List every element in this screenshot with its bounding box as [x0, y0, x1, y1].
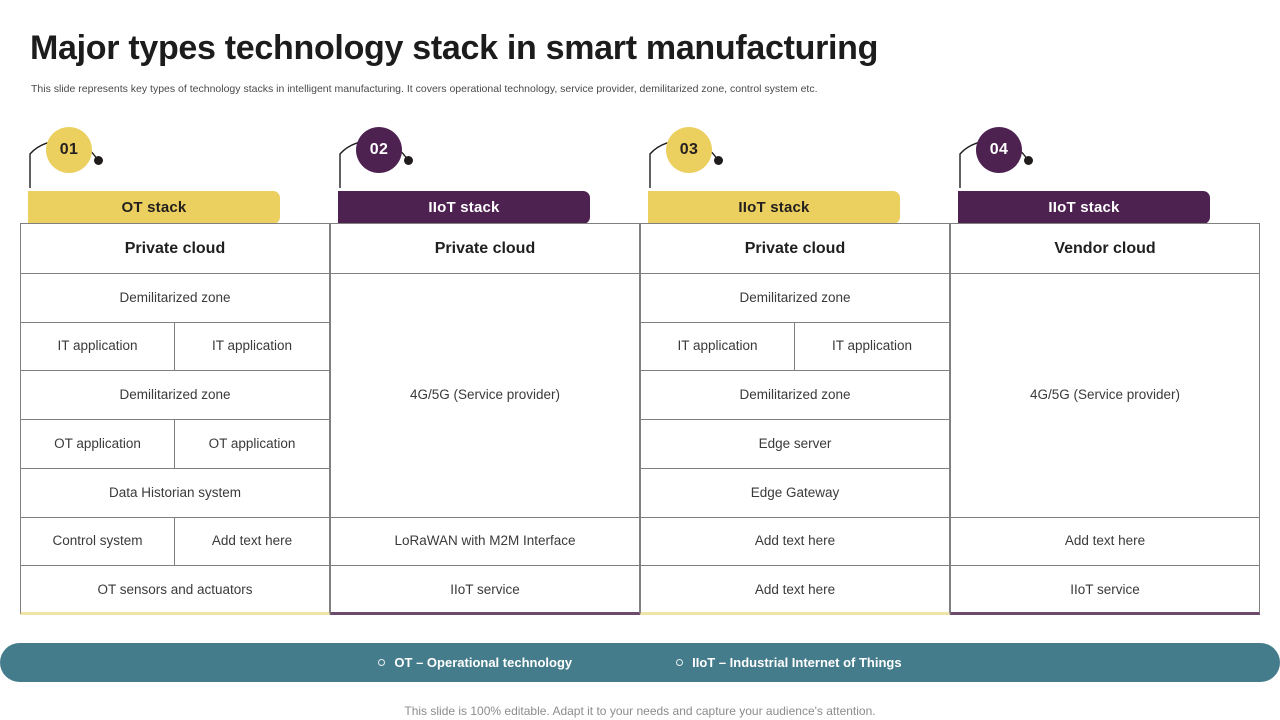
step-badge-02[interactable]: 02: [356, 127, 402, 173]
bullet-circle-icon: [676, 659, 684, 666]
table-cell[interactable]: IT application: [211, 338, 293, 354]
table-cell[interactable]: Demilitarized zone: [641, 371, 949, 420]
table-cell[interactable]: IT application: [831, 338, 913, 354]
table-row-split: IT application IT application: [21, 323, 329, 371]
step-badge-04[interactable]: 04: [976, 127, 1022, 173]
table-cell[interactable]: Add text here: [754, 582, 836, 598]
table-cell[interactable]: IIoT service: [450, 582, 520, 598]
slide-footer-note: This slide is 100% editable. Adapt it to…: [404, 704, 876, 718]
arc-endpoint-dot-icon: [1024, 156, 1033, 165]
badge-wrapper-02: 02: [338, 120, 428, 190]
table-cell[interactable]: IT application: [21, 323, 175, 370]
stack-label-bar-04[interactable]: IIoT stack: [958, 191, 1210, 224]
table-cell[interactable]: Demilitarized zone: [641, 274, 949, 323]
table-cell[interactable]: IT application: [641, 323, 795, 370]
stack-label-bar-02[interactable]: IIoT stack: [338, 191, 590, 224]
legend-item: OT – Operational technology: [378, 655, 572, 670]
arc-endpoint-dot-icon: [714, 156, 723, 165]
badge-wrapper-04: 04: [958, 120, 1048, 190]
table-cell[interactable]: Add text here: [951, 518, 1259, 566]
table-cell[interactable]: Edge Gateway: [641, 469, 949, 518]
column-cloud-title[interactable]: Private cloud: [21, 224, 329, 274]
legend-item-label: OT – Operational technology: [394, 655, 573, 670]
table-cell[interactable]: OT sensors and actuators: [97, 582, 253, 598]
table-cell[interactable]: Data Historian system: [21, 469, 329, 518]
arc-endpoint-dot-icon: [404, 156, 413, 165]
column-cloud-title[interactable]: Private cloud: [641, 224, 949, 274]
legend-item: IIoT – Industrial Internet of Things: [676, 655, 902, 670]
column-cloud-title[interactable]: Vendor cloud: [951, 224, 1259, 274]
page-title: Major types technology stack in smart ma…: [30, 29, 879, 67]
table-row-split: OT application OT application: [21, 420, 329, 469]
step-badge-01[interactable]: 01: [46, 127, 92, 173]
table-row-split: IT application IT application: [641, 323, 949, 371]
table-cell[interactable]: Demilitarized zone: [21, 371, 329, 420]
table-cell[interactable]: Demilitarized zone: [21, 274, 329, 323]
table-cell[interactable]: Edge server: [641, 420, 949, 469]
stack-label-bar-03[interactable]: IIoT stack: [648, 191, 900, 224]
table-cell[interactable]: Control system: [21, 518, 175, 565]
table-cell[interactable]: LoRaWAN with M2M Interface: [331, 518, 639, 566]
bullet-circle-icon: [378, 659, 386, 666]
stack-label-bar-01[interactable]: OT stack: [28, 191, 280, 224]
column-cloud-title[interactable]: Private cloud: [331, 224, 639, 274]
column-header-01: 01 OT stack: [20, 120, 330, 230]
table-cell[interactable]: OT application: [208, 435, 296, 451]
badge-wrapper-03: 03: [648, 120, 738, 190]
page-subtitle: This slide represents key types of techn…: [31, 83, 818, 95]
arc-endpoint-dot-icon: [94, 156, 103, 165]
table-cell[interactable]: IIoT service: [1070, 582, 1140, 598]
table-cell[interactable]: 4G/5G (Service provider): [331, 274, 639, 518]
step-badge-03[interactable]: 03: [666, 127, 712, 173]
table-cell[interactable]: OT application: [21, 420, 175, 468]
legend-item-label: IIoT – Industrial Internet of Things: [692, 655, 902, 670]
legend-bar: OT – Operational technology IIoT – Indust…: [0, 643, 1280, 682]
table-cell[interactable]: Add text here: [641, 518, 949, 566]
table-cell[interactable]: 4G/5G (Service provider): [951, 274, 1259, 518]
badge-wrapper-01: 01: [28, 120, 118, 190]
table-cell[interactable]: Add text here: [211, 533, 293, 549]
table-row-split: Control system Add text here: [21, 518, 329, 566]
